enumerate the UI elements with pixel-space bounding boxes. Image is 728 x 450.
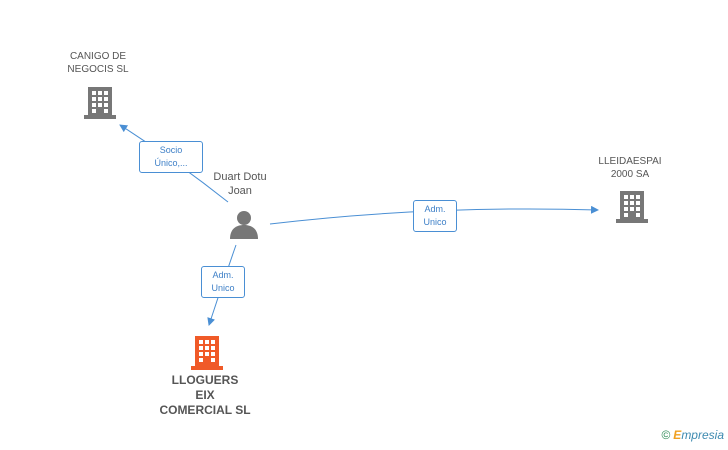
node-lloguers-line2: EIX [195,388,215,402]
building-icon[interactable] [616,189,648,223]
node-person-line1: Duart Dotu [213,171,267,183]
node-canigo-line2: NEGOCIS SL [67,64,129,75]
node-canigo-label[interactable]: CANIGO DE NEGOCIS SL [58,50,138,76]
edge-label-socio-line1: Socio [159,145,183,155]
node-lleidaespai-label[interactable]: LLEIDAESPAI 2000 SA [590,155,670,181]
copyright-symbol: © [661,428,671,442]
edge-label-adm-lleidaespai-line1: Adm. [424,204,446,214]
node-canigo-line1: CANIGO DE [69,51,127,62]
node-person-line2: Joan [228,185,252,197]
edge-label-socio[interactable]: Socio Único,... [139,141,203,173]
edge-label-adm-lloguers-line1: Adm. [212,270,234,280]
node-lloguers-line1: LLOGUERS [171,373,239,387]
edge-label-socio-line2: Único,... [154,158,188,168]
node-lleidaespai-line2: 2000 SA [610,169,650,180]
edge-label-adm-lloguers[interactable]: Adm. Unico [201,266,245,298]
building-icon[interactable] [84,85,116,119]
edge-label-adm-lloguers-line2: Unico [211,283,235,293]
node-lleidaespai-line1: LLEIDAESPAI [598,156,662,167]
edge-label-adm-lleidaespai[interactable]: Adm. Unico [413,200,457,232]
brand-e-letter: E [673,428,682,442]
node-person-label[interactable]: Duart Dotu Joan [200,170,280,198]
edge-label-adm-lleidaespai-line2: Unico [423,217,447,227]
building-icon[interactable] [191,334,223,370]
person-icon[interactable] [229,209,259,239]
brand-name: mpresia [681,428,724,442]
node-lloguers-line3: COMERCIAL SL [159,403,251,417]
empresia-logo: ©Empresia [661,428,724,442]
node-lloguers-label[interactable]: LLOGUERS EIX COMERCIAL SL [150,373,260,418]
